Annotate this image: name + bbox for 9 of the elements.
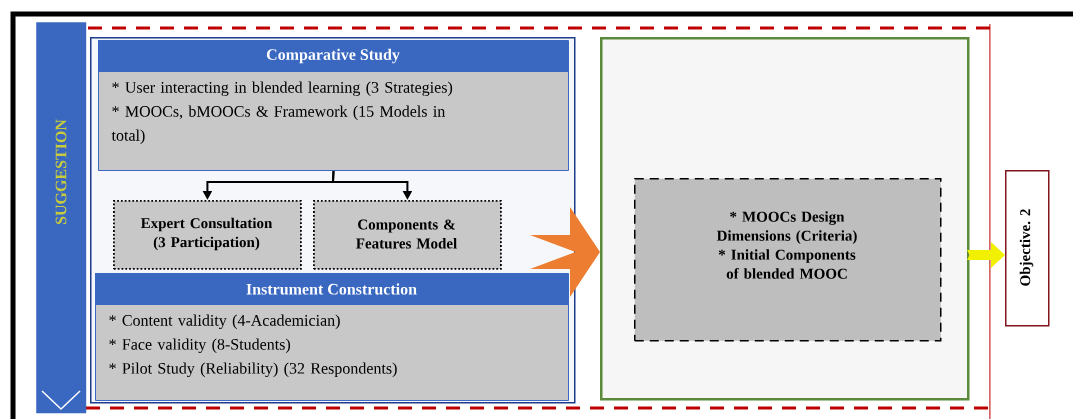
section-card: Instrument Construction * Content validity (4-Academician) * Face validity (8-Students) * Pilot Study (Reliability) (32 Respondents)	[95, 273, 569, 401]
block-arrow	[967, 242, 1005, 268]
objective-box: Objective. 2	[1005, 170, 1050, 327]
section-card: Comparative Study * User interacting in blended learning (3 Strategies) * MOOCs, bMOOCs & Framework (15 Models in total)	[98, 40, 569, 171]
dotted-box: Expert Consultation (3 Participation)	[113, 200, 302, 270]
dotted-box: Components & Features Model	[313, 200, 502, 270]
side-band: SUGGESTION	[36, 22, 87, 414]
dashed-box: * MOOCs Design Dimensions (Criteria) * Initial Components of blended MOOC	[634, 178, 942, 342]
block-arrow	[530, 207, 600, 297]
